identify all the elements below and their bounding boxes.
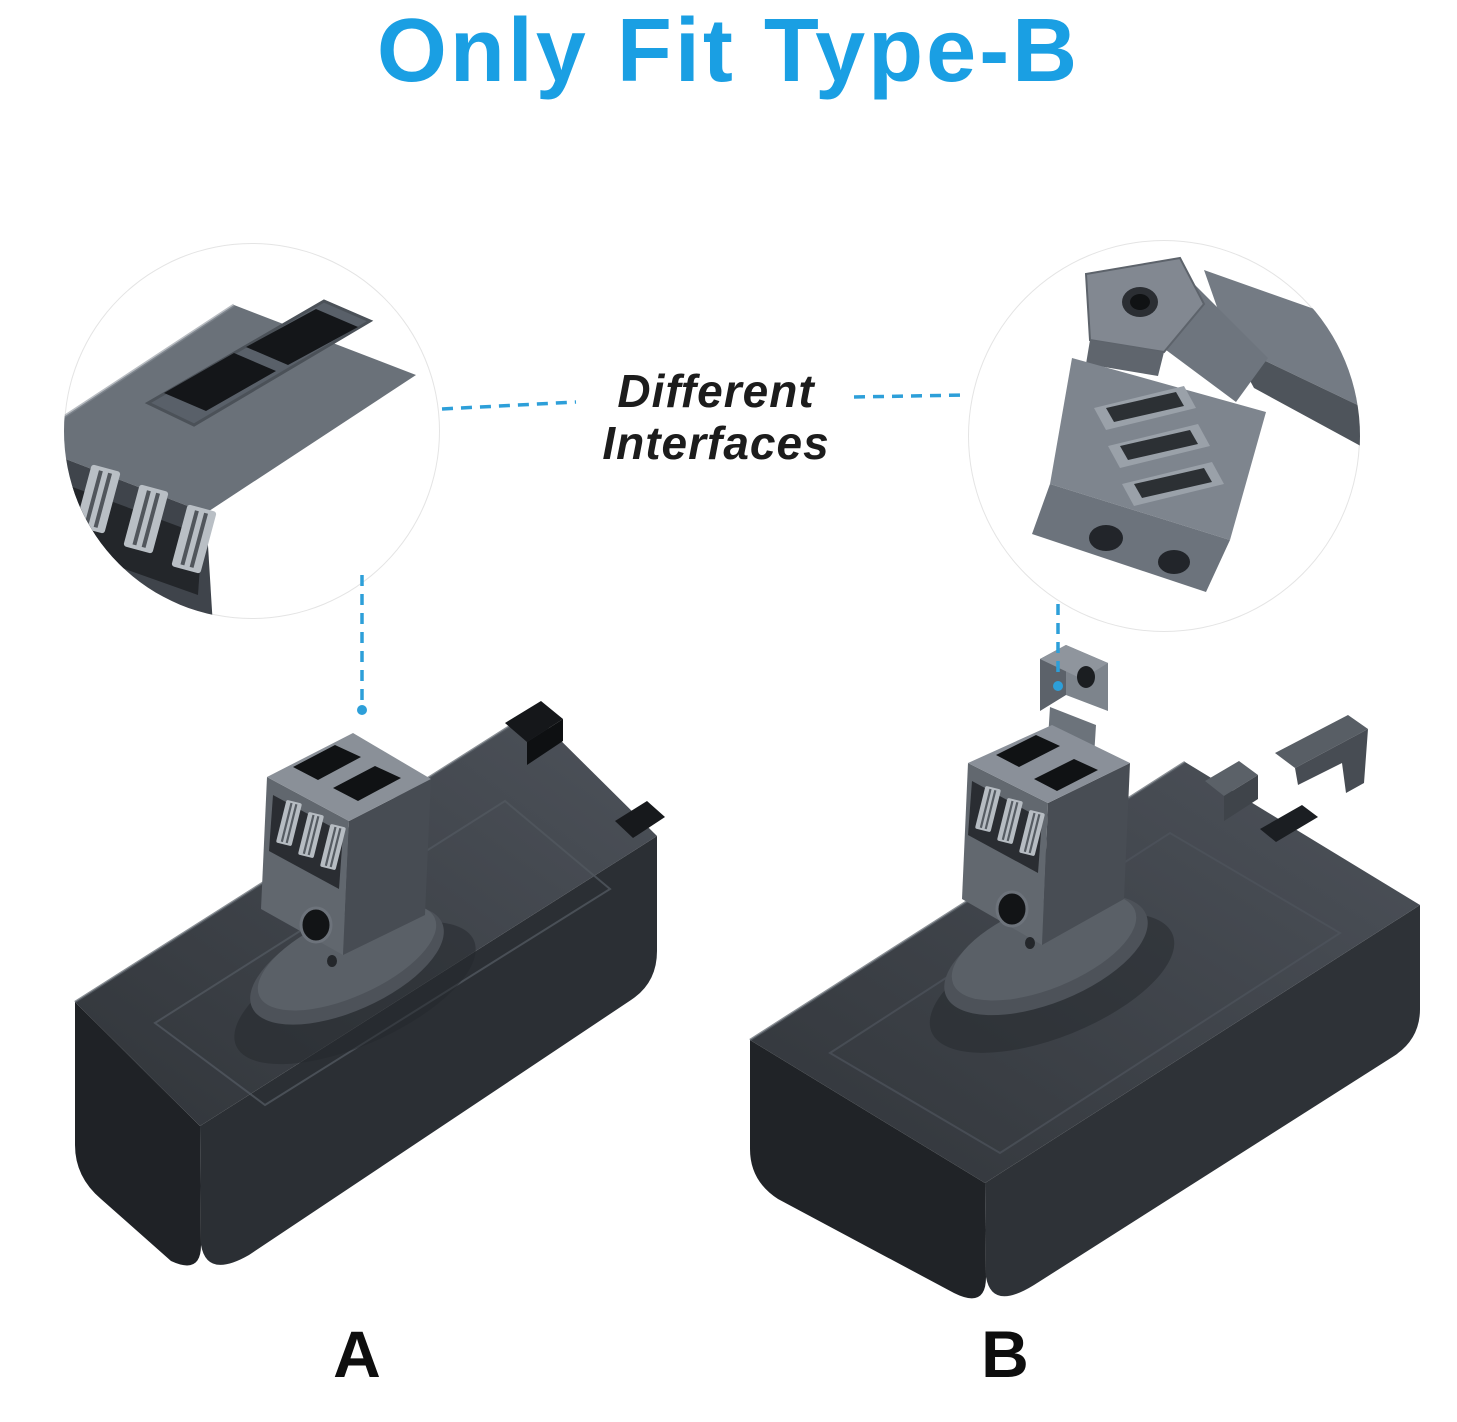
- label-battery-b: B: [981, 1317, 1029, 1391]
- dashed-line-left-horizontal: [441, 400, 577, 411]
- closeup-a-contacts: [75, 464, 217, 574]
- closeup-b-slots: [1094, 386, 1224, 506]
- battery-a-contacts: [276, 800, 346, 870]
- connector-b-closeup-icon: [1032, 256, 1360, 592]
- annotation-line-2: Interfaces: [602, 416, 830, 469]
- annotation-line-1: Different: [617, 365, 815, 417]
- battery-b-contacts: [975, 786, 1045, 856]
- dashed-line-right-horizontal: [853, 393, 967, 399]
- battery-a-illustration: [74, 701, 665, 1266]
- annotation-different-interfaces: Different Interfaces: [602, 365, 830, 469]
- battery-b-side-clip: [1205, 715, 1368, 842]
- label-battery-a: A: [333, 1317, 381, 1391]
- battery-a-connector: [234, 733, 476, 1065]
- page-title: Only Fit Type-B: [376, 1, 1081, 101]
- battery-a-latch-clips: [505, 701, 665, 838]
- callout-circle-b: [968, 240, 1360, 632]
- connector-a-closeup-icon: [64, 299, 416, 619]
- battery-b-illustration: [749, 645, 1420, 1299]
- callout-circle-a: [64, 243, 440, 619]
